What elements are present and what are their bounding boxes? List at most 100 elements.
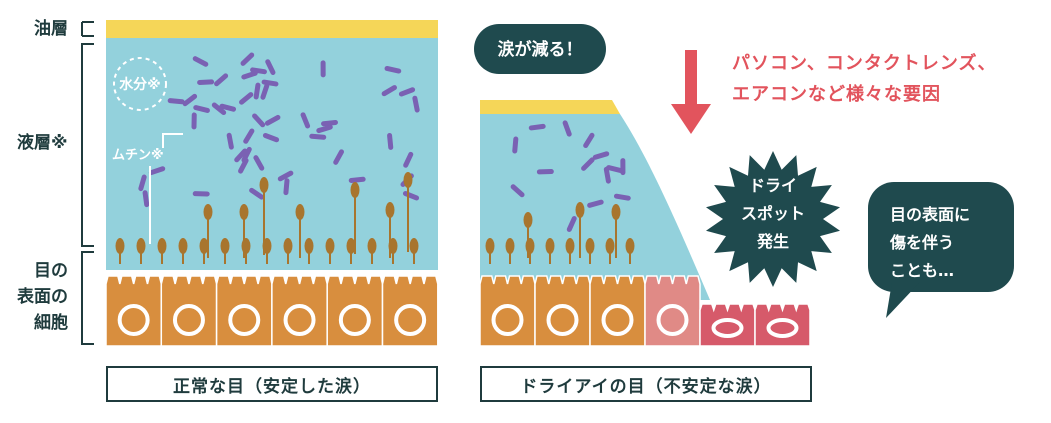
water-molecule xyxy=(566,216,577,232)
water-molecule xyxy=(253,155,265,171)
down-arrow-icon xyxy=(671,50,711,134)
water-molecule xyxy=(261,79,279,87)
water-molecule xyxy=(249,187,265,200)
mucin-strand xyxy=(575,202,585,258)
water-molecule xyxy=(167,98,185,105)
water-molecule xyxy=(528,123,546,131)
dry-water-molecules xyxy=(510,120,631,232)
damage-line2: 傷を伴う xyxy=(889,233,954,252)
water-molecule xyxy=(277,170,294,182)
water-molecule xyxy=(265,59,276,75)
surface-cell xyxy=(160,275,218,347)
water-molecule xyxy=(250,67,267,75)
mucin-strand xyxy=(157,238,167,264)
mucin-strand xyxy=(203,204,213,258)
water-molecule xyxy=(403,151,414,168)
mucin-strand xyxy=(325,238,335,264)
water-molecule xyxy=(384,65,402,74)
damage-bubble: 目の表面に 傷を伴う ことも… xyxy=(868,182,1014,318)
mucin-strand xyxy=(295,204,305,258)
normal-eye-panel: 水分※ ムチン※ xyxy=(105,20,439,347)
surface-cell xyxy=(534,275,591,347)
mucin-strand xyxy=(505,238,515,264)
tears-decrease-text: 涙が減る！ xyxy=(498,39,583,60)
water-molecule xyxy=(606,165,623,173)
water-molecule xyxy=(583,132,595,149)
damage-line1: 目の表面に xyxy=(890,205,970,224)
mucin-pointer xyxy=(149,133,183,244)
water-molecule xyxy=(381,85,397,97)
water-molecule xyxy=(283,178,290,196)
water-label: 水分※ xyxy=(119,76,161,93)
oil-layer-label: 油層 xyxy=(34,19,68,39)
mucin-strand xyxy=(485,238,495,264)
dry-spot-line2: スポット xyxy=(741,204,805,223)
mucin-strand xyxy=(367,238,377,264)
mucin-strand xyxy=(625,238,635,264)
cause-line1: パソコン、コンタクトレンズ、 xyxy=(732,53,997,74)
damage-line3: ことも… xyxy=(890,261,954,280)
water-molecule xyxy=(512,136,519,154)
water-molecule xyxy=(193,105,210,113)
water-molecule xyxy=(148,166,166,176)
water-molecule xyxy=(138,174,147,192)
mucin-strand xyxy=(178,238,188,264)
damaged-cell xyxy=(754,303,811,347)
water-molecule xyxy=(264,114,281,126)
water-molecule xyxy=(240,52,255,66)
water-molecule xyxy=(613,193,631,201)
mucin-strand xyxy=(523,212,533,258)
surface-cell xyxy=(105,275,163,347)
cause-text: パソコン、コンタクトレンズ、 エアコンなど様々な要因 xyxy=(732,48,997,110)
surface-cell xyxy=(215,275,273,347)
water-molecule xyxy=(321,119,338,127)
water-molecule xyxy=(309,133,327,140)
water-molecule xyxy=(243,128,255,144)
mucin-strand xyxy=(350,182,360,254)
surface-cell xyxy=(271,275,328,347)
mucin-strand xyxy=(115,238,125,264)
mucin-label: ムチン※ xyxy=(112,148,164,163)
water-molecule xyxy=(253,82,261,100)
cause-line2: エアコンなど様々な要因 xyxy=(732,84,941,105)
water-molecule xyxy=(182,93,198,107)
water-molecule xyxy=(260,83,270,100)
mucin-strand xyxy=(565,238,575,264)
dry-eye-caption-text: ドライアイの目（不安定な涙） xyxy=(520,376,772,397)
mucin-strand xyxy=(346,238,356,264)
water-molecule xyxy=(333,149,345,165)
water-molecule xyxy=(387,132,394,150)
mucin-strand xyxy=(220,238,230,264)
surface-cell xyxy=(326,275,384,347)
surface-cell-label-line2: 表面の xyxy=(17,287,68,307)
water-molecule xyxy=(262,133,280,143)
dry-oil-layer xyxy=(480,100,620,114)
mucin-strand xyxy=(403,172,413,252)
water-molecule xyxy=(587,199,604,208)
mucin-strand xyxy=(304,238,314,264)
mucin-strand xyxy=(385,202,395,258)
water-molecule xyxy=(316,124,333,134)
dry-surface-cells xyxy=(479,275,811,347)
normal-eye-caption-text: 正常な目（安定した涙） xyxy=(173,376,371,397)
liquid-layer-label: 液層※ xyxy=(17,133,68,153)
mucin-strand xyxy=(259,177,269,255)
water-molecule xyxy=(398,87,416,97)
surface-cell xyxy=(644,275,701,347)
water-molecule xyxy=(348,176,366,183)
water-molecule xyxy=(592,151,610,160)
surface-cell-label-line1: 目の xyxy=(34,261,68,281)
mucin-strand xyxy=(283,238,293,264)
surface-cell xyxy=(381,275,439,347)
mucin-strand xyxy=(611,204,621,258)
mucin-strand xyxy=(409,238,419,264)
water-molecule xyxy=(603,166,611,184)
water-molecule xyxy=(241,70,258,80)
surface-cell xyxy=(589,275,646,347)
water-molecule xyxy=(510,184,525,198)
water-molecule xyxy=(214,73,229,87)
water-molecule xyxy=(211,102,227,116)
surface-cell-label-line3: 細胞 xyxy=(34,313,68,333)
dry-spot-line3: 発生 xyxy=(756,232,789,251)
